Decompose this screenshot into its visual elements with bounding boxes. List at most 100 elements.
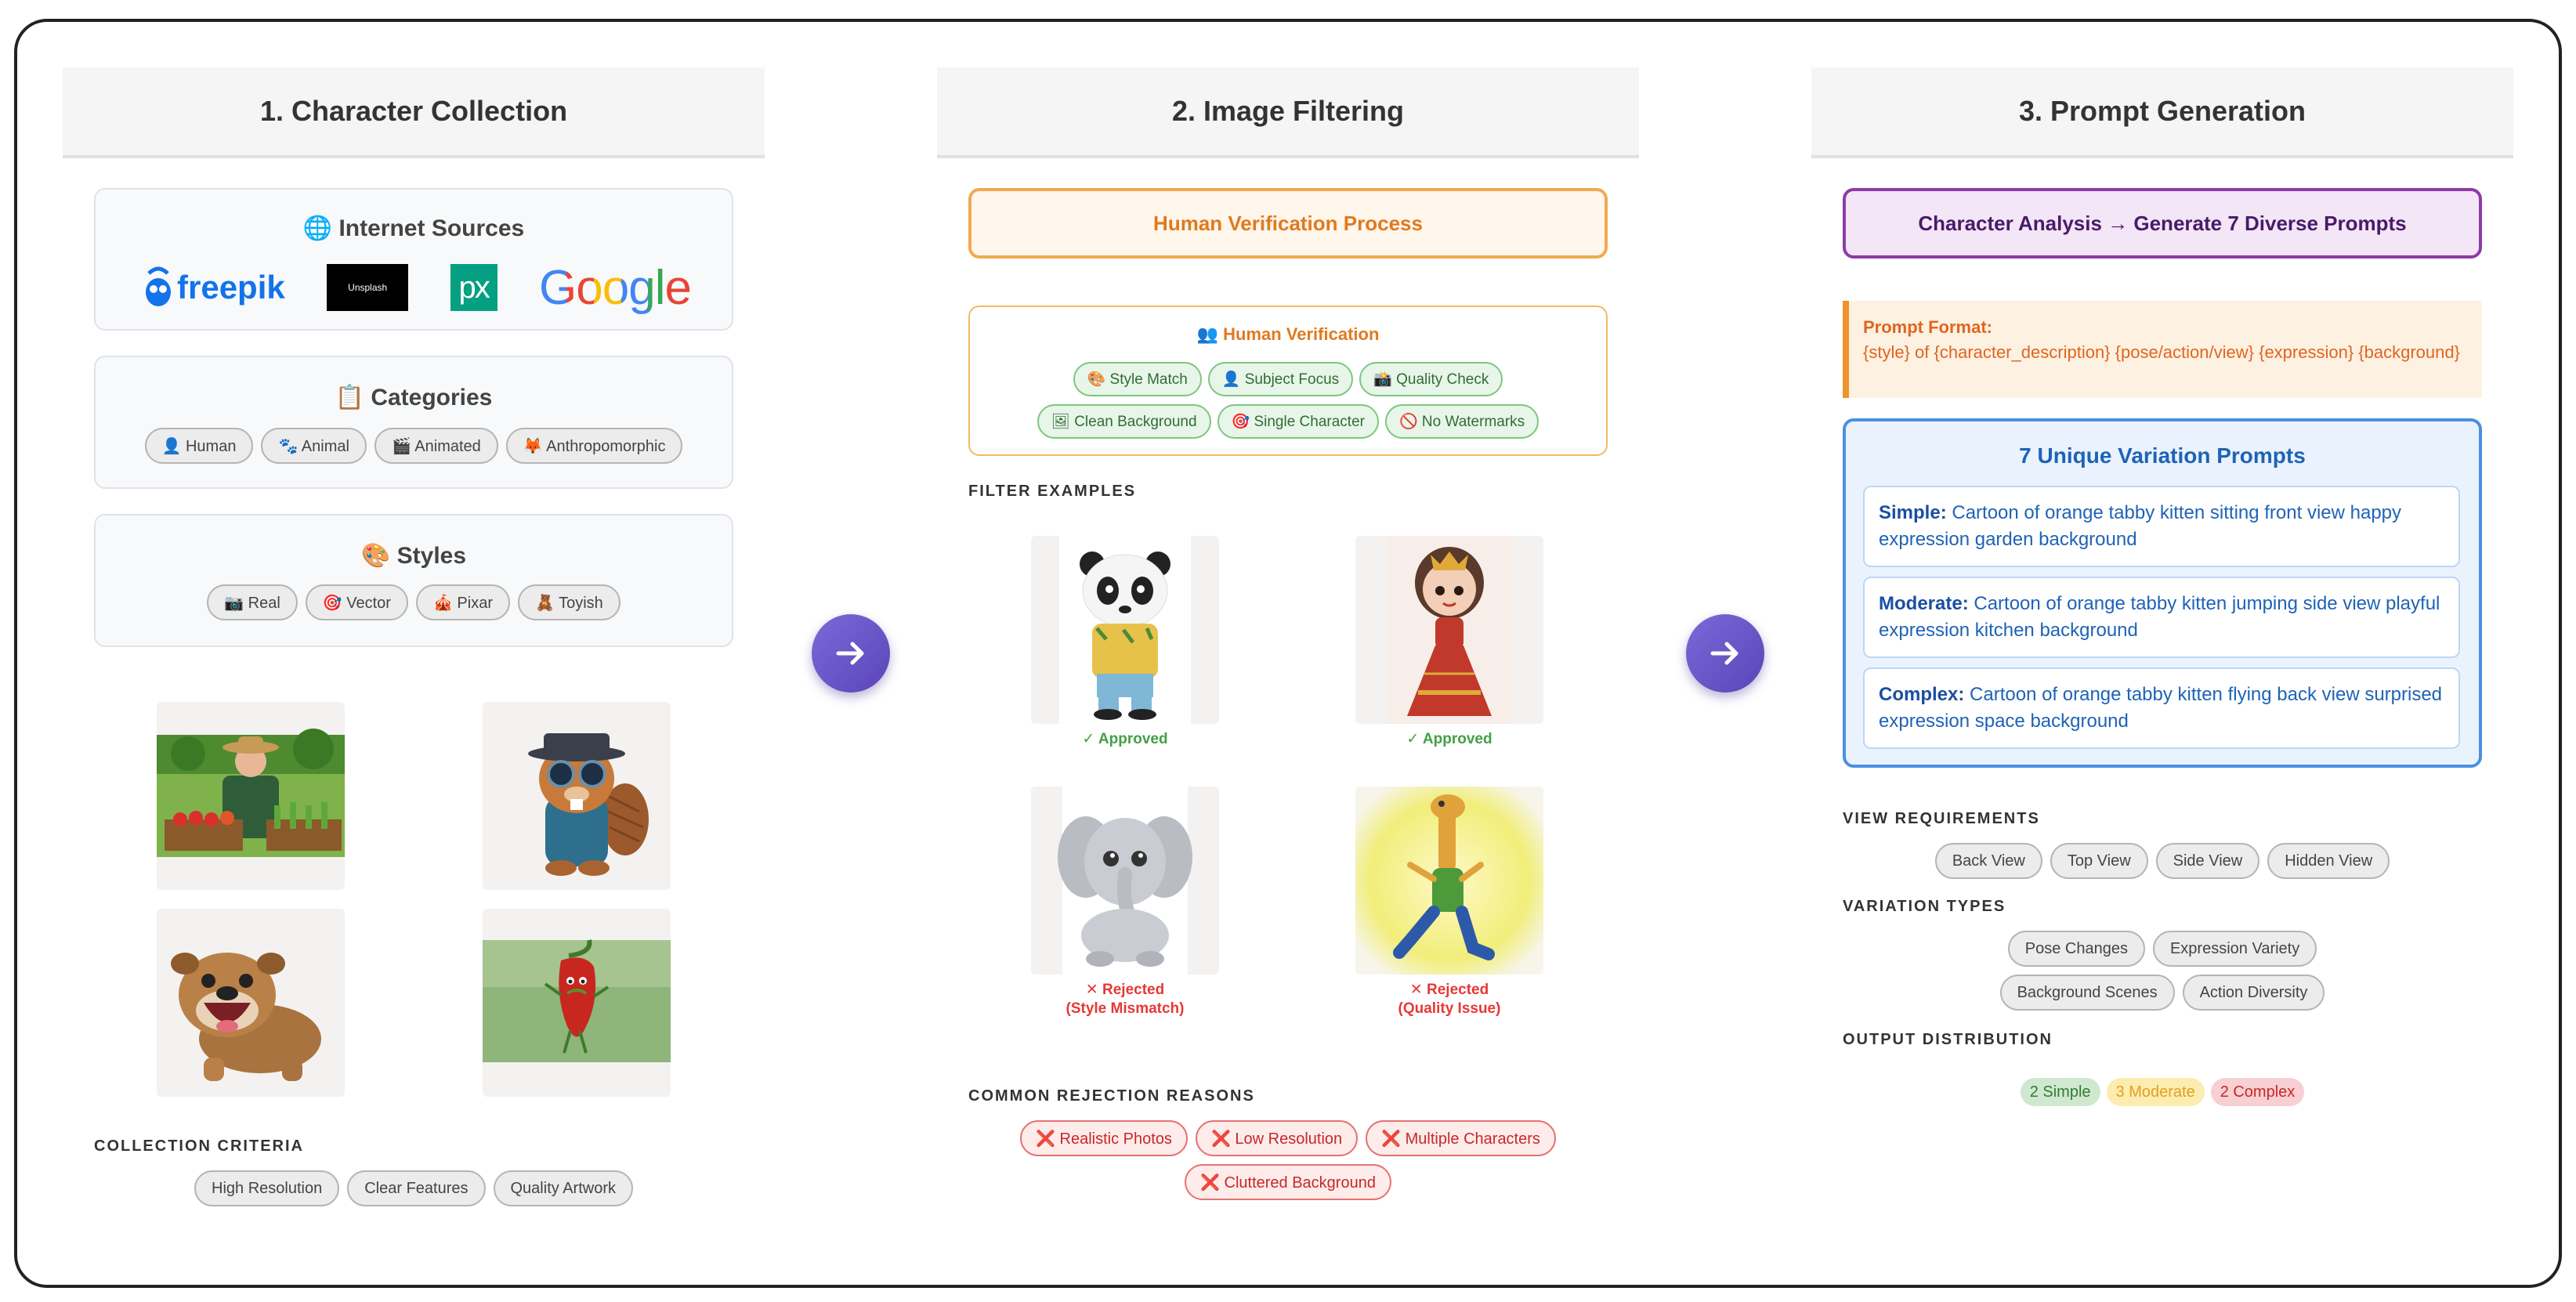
internet-sources-title: 🌐 Internet Sources xyxy=(302,215,525,241)
check-tag-clean-background: 🖼 Clean Background xyxy=(1037,404,1211,439)
verification-box: 👥 Human Verification 🎨 Style Match 👤 Sub… xyxy=(968,306,1608,456)
analysis-label: Character Analysis → Generate 7 Diverse … xyxy=(1918,211,2407,235)
internet-sources-box: 🌐 Internet Sources freepik Unsplash px G… xyxy=(94,188,733,331)
flow-arrow-1 xyxy=(812,614,890,693)
rejection-tag-low-resolution: ❌ Low Resolution xyxy=(1195,1120,1359,1156)
categories-title: 📋 Categories xyxy=(335,385,493,410)
arrow-right-icon xyxy=(836,642,864,665)
prompt-level-moderate: Moderate: xyxy=(1879,593,1969,614)
sample-image-bulldog xyxy=(157,909,345,1097)
category-tag-animated: 🎬 Animated xyxy=(374,428,498,464)
variation-prompts-title: 7 Unique Variation Prompts xyxy=(2019,443,2306,468)
sample-image-beaver-detective xyxy=(483,702,671,890)
prompt-format-title: Prompt Format: xyxy=(1863,317,1992,337)
distribution-pill-moderate: 3 Moderate xyxy=(2106,1078,2205,1106)
rejection-tag-realistic-photos: ❌ Realistic Photos xyxy=(1020,1120,1188,1156)
column-prompt-generation: 3. Prompt Generation xyxy=(1811,67,2513,158)
view-requirements-tags: Back View Top View Side View Hidden View xyxy=(1843,843,2482,879)
criteria-tag-clear-features: Clear Features xyxy=(347,1170,486,1206)
example-image-elephant xyxy=(1031,787,1219,975)
category-tag-animal: 🐾 Animal xyxy=(261,428,367,464)
freepik-label: freepik xyxy=(177,269,285,306)
verification-title: 👥 Human Verification xyxy=(1196,324,1380,344)
example-status-giraffe-status: ✕ Rejected xyxy=(1409,982,1489,998)
column-title: 1. Character Collection xyxy=(63,67,765,158)
example-status-princess: ✓ Approved xyxy=(1406,731,1492,747)
style-tags: 📷 Real 🎯 Vector 🎪 Pixar 🧸 Toyish xyxy=(96,584,732,620)
check-tag-quality-check: 📸 Quality Check xyxy=(1359,362,1503,396)
collection-criteria-tags: High Resolution Clear Features Quality A… xyxy=(94,1170,733,1206)
view-tag-side: Side View xyxy=(2155,843,2260,879)
example-status-elephant-reason: (Style Mismatch) xyxy=(1065,1000,1185,1017)
prompt-card-complex: Complex: Cartoon of orange tabby kitten … xyxy=(1863,667,2460,749)
source-logos: freepik Unsplash px Google xyxy=(143,260,692,316)
example-status-elephant: ✕ Rejected (Style Mismatch) xyxy=(1008,981,1243,1018)
character-analysis-banner: Character Analysis → Generate 7 Diverse … xyxy=(1843,188,2482,259)
example-status-panda: ✓ Approved xyxy=(1082,731,1168,747)
px-label: px xyxy=(458,269,490,305)
freepik-logo: freepik xyxy=(143,266,285,309)
px-logo: px xyxy=(450,264,497,311)
prompt-text-simple: Cartoon of orange tabby kitten sitting f… xyxy=(1879,502,2402,550)
category-tags: 👤 Human 🐾 Animal 🎬 Animated 🦊 Anthropomo… xyxy=(96,428,732,464)
filter-examples-label: FILTER EXAMPLES xyxy=(968,483,1137,500)
style-tag-toyish: 🧸 Toyish xyxy=(518,584,620,620)
variation-tag-action-diversity: Action Diversity xyxy=(2182,975,2325,1011)
rejection-reasons-tags: ❌ Realistic Photos ❌ Low Resolution ❌ Mu… xyxy=(968,1120,1608,1200)
distribution-pill-simple: 2 Simple xyxy=(2020,1078,2100,1106)
example-image-princess-doll xyxy=(1355,536,1543,724)
prompt-card-moderate: Moderate: Cartoon of orange tabby kitten… xyxy=(1863,577,2460,658)
verification-checks-row-1: 🎨 Style Match 👤 Subject Focus 📸 Quality … xyxy=(970,362,1606,396)
prompt-card-simple: Simple: Cartoon of orange tabby kitten s… xyxy=(1863,486,2460,567)
example-image-panda xyxy=(1031,536,1219,724)
view-tag-back: Back View xyxy=(1934,843,2042,879)
check-tag-no-watermarks: 🚫 No Watermarks xyxy=(1384,404,1539,439)
example-status-giraffe: ✕ Rejected (Quality Issue) xyxy=(1332,981,1567,1018)
prompt-text-moderate: Cartoon of orange tabby kitten jumping s… xyxy=(1879,593,2440,641)
rejection-reasons-label: COMMON REJECTION REASONS xyxy=(968,1087,1255,1105)
prompt-format-box: Prompt Format: {style} of {character_des… xyxy=(1843,301,2482,398)
criteria-tag-quality-artwork: Quality Artwork xyxy=(493,1170,633,1206)
view-tag-top: Top View xyxy=(2050,843,2148,879)
example-status-elephant-status: ✕ Rejected xyxy=(1085,982,1165,998)
category-tag-human: 👤 Human xyxy=(144,428,254,464)
collection-criteria-label: COLLECTION CRITERIA xyxy=(94,1137,304,1155)
prompt-text-complex: Cartoon of orange tabby kitten flying ba… xyxy=(1879,684,2443,732)
categories-box: 📋 Categories 👤 Human 🐾 Animal 🎬 Animated… xyxy=(94,356,733,489)
human-verification-process-banner: Human Verification Process xyxy=(968,188,1608,259)
prompt-level-complex: Complex: xyxy=(1879,684,1965,705)
column-title: 2. Image Filtering xyxy=(937,67,1639,158)
variation-tag-pose-changes: Pose Changes xyxy=(2007,931,2145,967)
google-label: Google xyxy=(539,260,692,315)
distribution-pill-complex: 2 Complex xyxy=(2210,1078,2305,1106)
column-character-collection: 1. Character Collection xyxy=(63,67,765,158)
view-tag-hidden: Hidden View xyxy=(2267,843,2390,879)
unsplash-logo: Unsplash xyxy=(327,264,409,311)
example-image-giraffe xyxy=(1355,787,1543,975)
output-distribution-pills: 2 Simple 3 Moderate 2 Complex xyxy=(1843,1078,2482,1106)
sample-image-farmer-woman xyxy=(157,702,345,890)
output-distribution-label: OUTPUT DISTRIBUTION xyxy=(1843,1031,2053,1048)
view-requirements-label: VIEW REQUIREMENTS xyxy=(1843,810,2040,827)
variation-types-tags: Pose Changes Expression Variety Backgrou… xyxy=(1921,931,2404,1011)
column-image-filtering: 2. Image Filtering xyxy=(937,67,1639,158)
flow-arrow-2 xyxy=(1686,614,1764,693)
check-tag-subject-focus: 👤 Subject Focus xyxy=(1207,362,1354,396)
google-logo: Google xyxy=(539,260,692,316)
rejection-tag-cluttered-background: ❌ Cluttered Background xyxy=(1185,1164,1391,1200)
column-title: 3. Prompt Generation xyxy=(1811,67,2513,158)
arrow-right-icon xyxy=(1710,642,1738,665)
styles-title: 🎨 Styles xyxy=(360,543,467,569)
verification-checks-row-2: 🖼 Clean Background 🎯 Single Character 🚫 … xyxy=(970,404,1606,439)
style-tag-pixar: 🎪 Pixar xyxy=(415,584,510,620)
process-label: Human Verification Process xyxy=(1153,211,1423,235)
check-tag-single-character: 🎯 Single Character xyxy=(1217,404,1379,439)
sample-image-chili-pepper xyxy=(483,909,671,1097)
unsplash-label: Unsplash xyxy=(348,282,388,293)
check-tag-style-match: 🎨 Style Match xyxy=(1073,362,1202,396)
criteria-tag-high-resolution: High Resolution xyxy=(194,1170,340,1206)
style-tag-real: 📷 Real xyxy=(207,584,298,620)
category-tag-anthropomorphic: 🦊 Anthropomorphic xyxy=(505,428,683,464)
styles-box: 🎨 Styles 📷 Real 🎯 Vector 🎪 Pixar 🧸 Toyis… xyxy=(94,514,733,647)
prompt-format-text: {style} of {character_description} {pose… xyxy=(1863,342,2460,362)
